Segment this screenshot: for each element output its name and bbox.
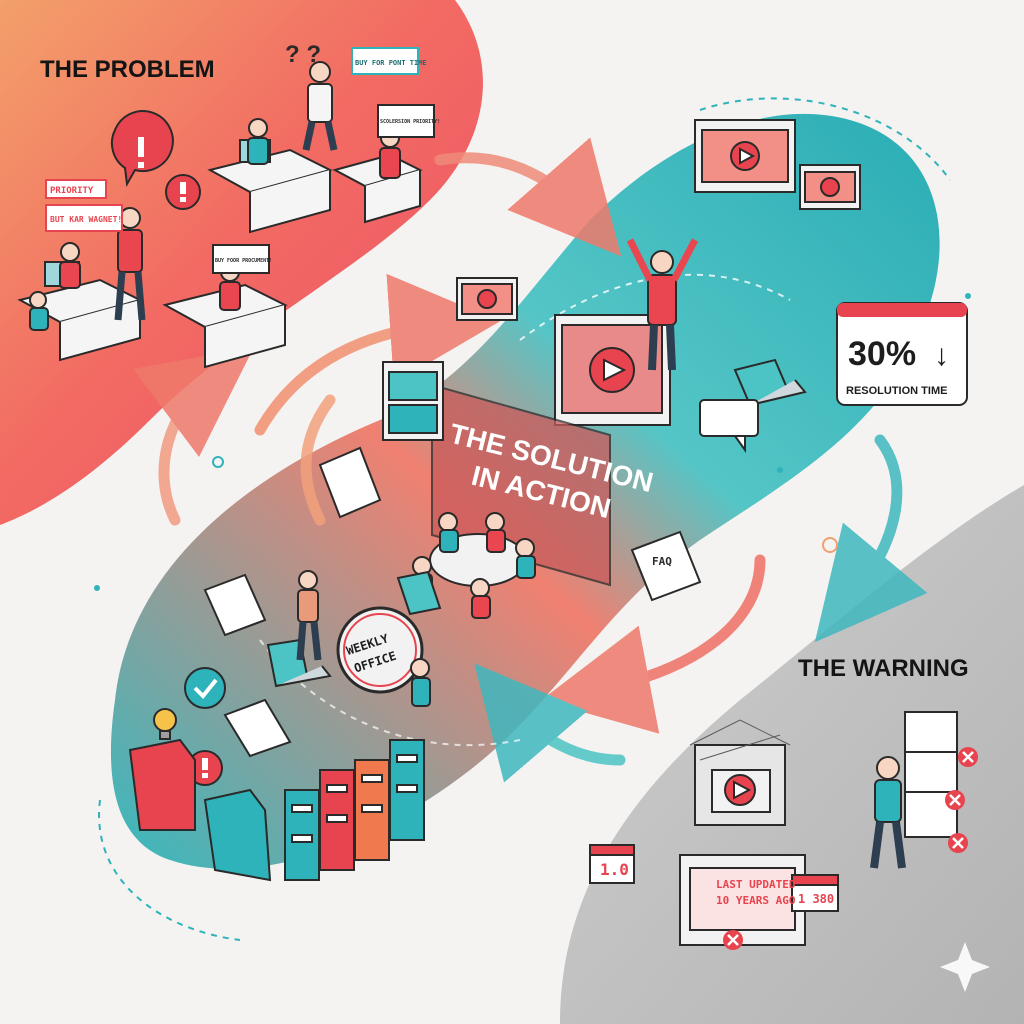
close-icon (723, 747, 978, 950)
chat-bubble-icon (699, 399, 759, 454)
warning-scene (589, 711, 958, 946)
note-faq: FAQ (652, 555, 672, 568)
stat-card: 30% ↓ RESOLUTION TIME (836, 302, 968, 406)
team-meeting (412, 512, 536, 619)
note-wagnet: BUT KAR WAGNET! (50, 215, 122, 224)
weekly-office-sign: WEEKLY OFFICE (336, 606, 424, 694)
problem-scene: ? ? PRIORITY BUT KAR WAGNET! BUY FOR PON… (17, 41, 440, 369)
note-calendar-2: 1 380 (798, 892, 834, 906)
lightbulb-icon (153, 708, 177, 740)
note-priority-sign: SCOLERSION PRIORITY! (380, 119, 440, 125)
note-calendar-1: 1.0 (600, 860, 629, 879)
note-procument: BUY FOOR PROCUMENT! (215, 258, 272, 264)
warning-notes: LAST UPDATED 10 YEARS AGO 1.0 1 380 (600, 860, 834, 907)
flow-arrows (132, 137, 928, 783)
folder-icon (128, 738, 272, 882)
warning-title: THE WARNING (798, 655, 969, 682)
decor-dots (94, 293, 971, 591)
laptop-icon (266, 570, 442, 688)
celebrating-person (626, 238, 699, 371)
problem-title: THE PROBLEM (40, 56, 215, 83)
stat-value: 30% (848, 335, 916, 373)
stat-arrow: ↓ (934, 339, 949, 372)
side-screen (382, 361, 444, 441)
alert-icon (165, 174, 201, 210)
note-years-ago: 10 YEARS AGO (716, 894, 796, 907)
problem-notes: PRIORITY BUT KAR WAGNET! BUY FOR PONT TI… (45, 47, 440, 274)
documents (203, 446, 702, 758)
stat-label: RESOLUTION TIME (846, 385, 947, 397)
spark-icon (940, 942, 990, 992)
person (296, 570, 431, 707)
laptop-icon (733, 358, 807, 407)
note-priority: PRIORITY (50, 186, 94, 196)
svg-text:? ?: ? ? (285, 41, 321, 68)
check-icon (184, 667, 226, 709)
note-pont-time: BUY FOR PONT TIME (355, 59, 427, 67)
play-icon (477, 141, 840, 393)
alert-icon (110, 110, 174, 188)
note-last-updated: LAST UPDATED (716, 878, 796, 891)
filing-cabinets (284, 739, 425, 881)
